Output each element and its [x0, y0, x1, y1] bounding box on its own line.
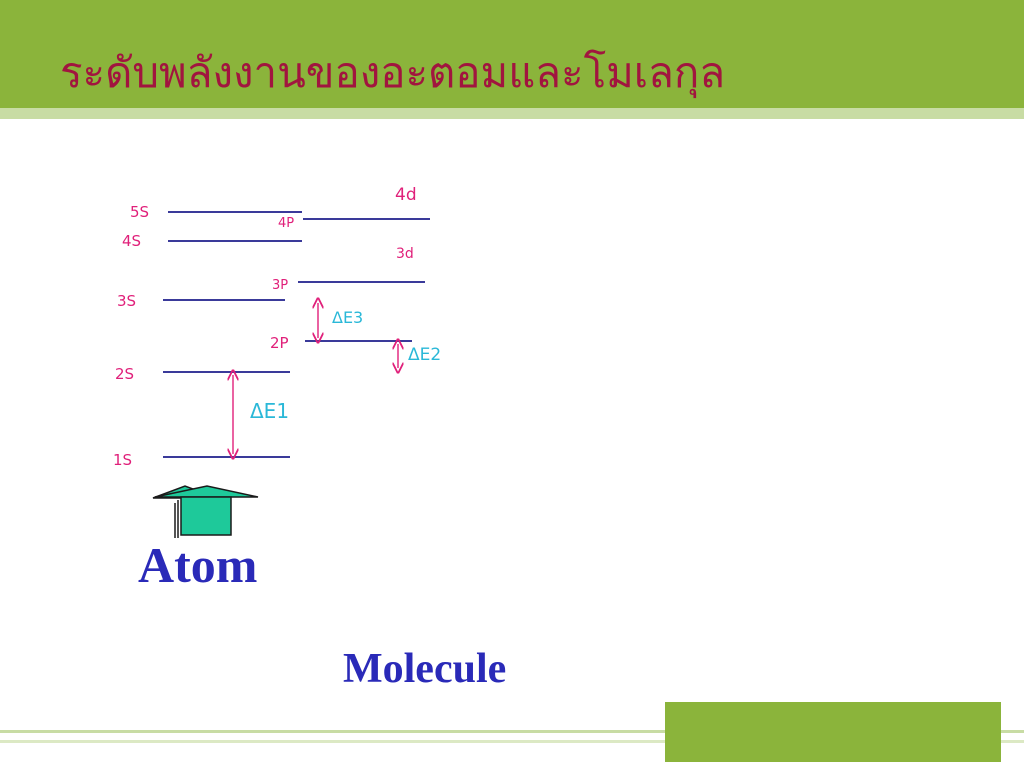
label-2s: 2S: [115, 365, 134, 383]
label-de3: ΔE3: [332, 308, 363, 327]
label-2p: 2P: [270, 334, 289, 352]
atom-gap-arrows: [233, 303, 398, 454]
slide-title: ระดับพลังงานของอะตอมและโมเลกุล: [60, 48, 726, 97]
header-stripe: [0, 108, 1024, 119]
label-4s: 4S: [122, 232, 141, 250]
atom-levels: [163, 211, 430, 458]
molecule-caption: Molecule: [343, 646, 507, 692]
label-3p: 3P: [272, 278, 288, 293]
label-5s: 5S: [130, 203, 149, 221]
label-3d: 3d: [396, 246, 414, 262]
label-3s: 3S: [117, 292, 136, 310]
footer-line: [0, 730, 1024, 733]
footer-box: [665, 702, 1001, 762]
label-de1: ΔE1: [250, 399, 289, 423]
label-1s: 1S: [113, 451, 132, 469]
atom-caption: Atom: [138, 537, 258, 593]
label-4d: 4d: [395, 185, 417, 205]
label-4p: 4P: [278, 216, 294, 231]
label-de2: ΔE2: [408, 345, 441, 365]
footer-line-secondary: [0, 740, 1024, 743]
atom-up-arrow: [152, 485, 259, 538]
header-bar: [0, 0, 1024, 108]
